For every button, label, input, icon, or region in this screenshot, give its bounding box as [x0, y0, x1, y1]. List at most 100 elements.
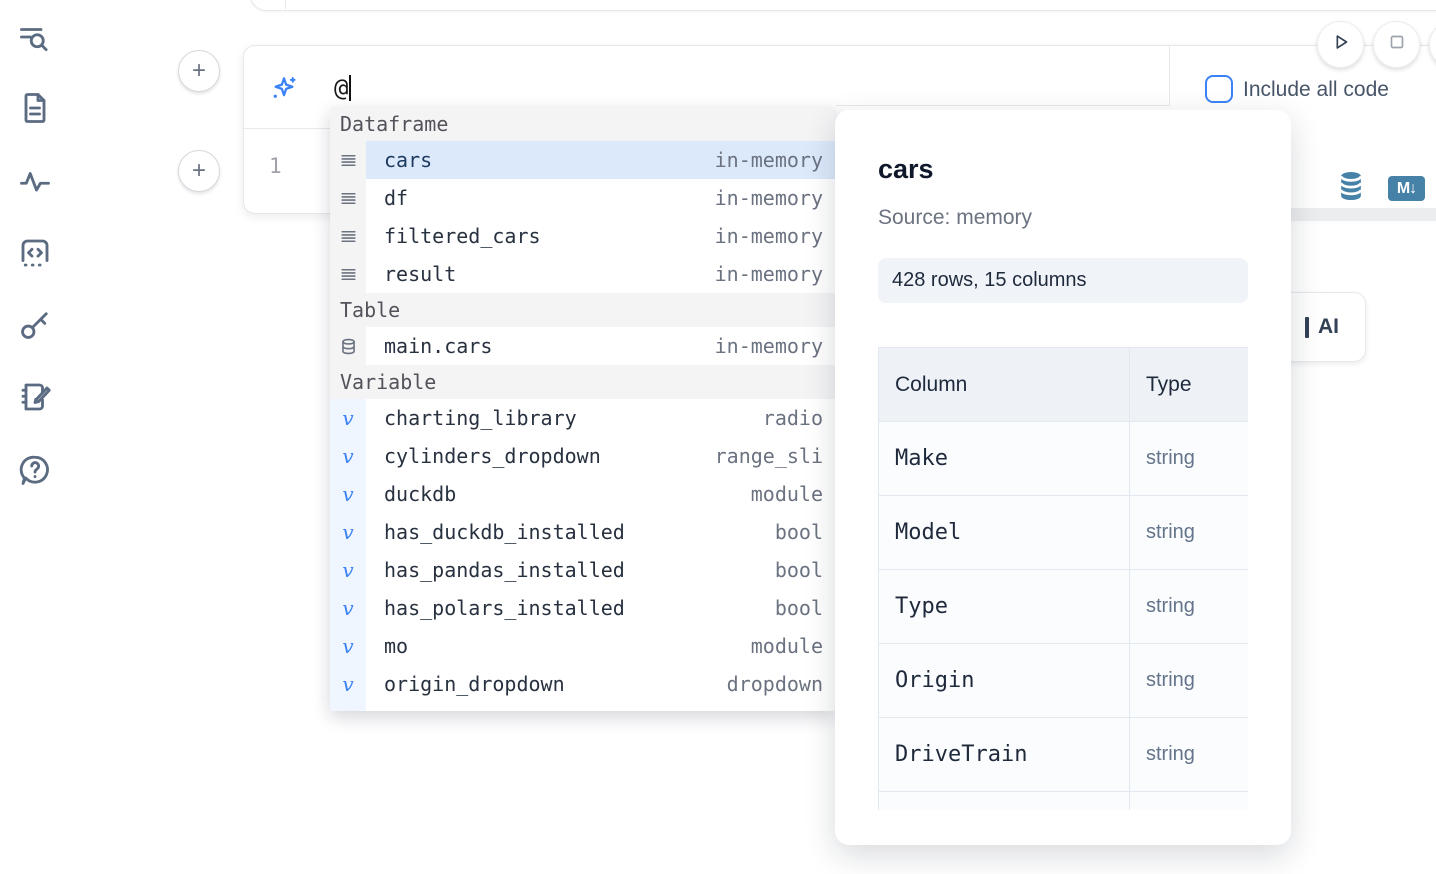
key-icon[interactable] [17, 307, 53, 343]
autocomplete-item-filtered_cars[interactable]: filtered_cars in-memory [330, 217, 835, 255]
autocomplete-item-type: bool [774, 596, 823, 620]
autocomplete-item-result[interactable]: result in-memory [330, 255, 835, 293]
variable-icon: v [342, 710, 353, 711]
table-icon [330, 327, 366, 365]
add-cell-below-button[interactable]: + [178, 150, 220, 192]
stop-button[interactable] [1373, 21, 1420, 68]
autocomplete-item-has_polars_installed[interactable]: v has_polars_installed bool [330, 589, 835, 627]
autocomplete-item-name: cylinders_dropdown [384, 444, 601, 468]
cell-divider [836, 105, 1169, 106]
autocomplete-item-type: bool [774, 558, 823, 582]
variable-icon: v [342, 520, 354, 544]
run-cell-button[interactable] [1317, 21, 1364, 68]
dataframe-icon [330, 179, 366, 217]
autocomplete-item-name: cars [384, 148, 433, 172]
line-number: 1 [269, 154, 282, 178]
autocomplete-item-name: origin_dropdown [384, 672, 565, 696]
autocomplete-item-cylinders_dropdown[interactable]: v cylinders_dropdown range_sli [330, 437, 835, 475]
autocomplete-item-name: has_duckdb_installed [384, 520, 625, 544]
autocomplete-item-df[interactable]: df in-memory [330, 179, 835, 217]
autocomplete-item-type: in-memory [714, 262, 823, 286]
autocomplete-item-type: in-memory [714, 186, 823, 210]
autocomplete-item-type: dropdown [726, 672, 823, 696]
variable-icon: v [342, 444, 354, 468]
checkbox-divider [1169, 46, 1170, 106]
autocomplete-item-name: has_polars_installed [384, 596, 625, 620]
add-cell-above-button[interactable]: + [178, 50, 220, 92]
variable-icon: v [330, 475, 366, 513]
ai-button-label: AI [1318, 315, 1339, 338]
autocomplete-item-type: module [750, 634, 823, 658]
autocomplete-item-type: range_sli [714, 444, 823, 468]
autocomplete-item-type: module [750, 482, 823, 506]
cell-output-strip [1250, 208, 1436, 221]
schema-header-cell: Column [878, 347, 1130, 422]
dataframe-icon [330, 141, 366, 179]
ai-prompt-input[interactable]: @ [334, 74, 352, 102]
convert-to-sql-button[interactable] [1336, 170, 1366, 202]
document-icon[interactable] [17, 90, 53, 126]
autocomplete-item-has_duckdb_installed[interactable]: v has_duckdb_installed bool [330, 513, 835, 551]
previous-cell-gutter-divider [285, 0, 286, 9]
schema-column-type: string [1129, 495, 1248, 570]
stop-icon [1386, 31, 1408, 58]
preview-source: Source: memory [878, 206, 1033, 229]
sparkles-icon [269, 74, 299, 104]
variable-icon: v [342, 596, 354, 620]
code-cell-icon[interactable] [17, 235, 53, 271]
autocomplete-item-type: in-memory [714, 224, 823, 248]
schema-column-name: DriveTrain [878, 717, 1130, 792]
autocomplete-item-name: df [384, 186, 409, 210]
dataframe-icon [330, 255, 366, 293]
text-cursor [349, 75, 352, 101]
schema-column-type: string [1129, 643, 1248, 718]
list-search-icon[interactable] [17, 22, 53, 58]
autocomplete-item-name: has_pandas_installed [384, 558, 625, 582]
help-icon[interactable] [17, 452, 53, 488]
autocomplete-item-origin_dropdown[interactable]: v origin_dropdown dropdown [330, 665, 835, 703]
autocomplete-item-name: charting_library [384, 406, 577, 430]
autocomplete-item-name: filtered_cars [384, 224, 541, 248]
variable-icon: v [330, 551, 366, 589]
variable-icon: v [330, 399, 366, 437]
autocomplete-item-has_pandas_installed[interactable]: v has_pandas_installed bool [330, 551, 835, 589]
schema-column-type: string [1129, 569, 1248, 644]
schema-header-cell: Type [1129, 347, 1248, 422]
autocomplete-item-type: bool [774, 520, 823, 544]
schema-column-name: Origin [878, 643, 1130, 718]
variable-icon: v [330, 703, 366, 711]
sidebar [0, 0, 70, 874]
variable-icon: v [342, 558, 354, 582]
autocomplete-item-name: pandas [366, 710, 456, 711]
variable-icon: v [342, 406, 354, 430]
autocomplete-item-name: result [384, 262, 457, 286]
clipped-letter [1305, 316, 1309, 338]
schema-column-type: string [1129, 421, 1248, 496]
autocomplete-section-header: Table [330, 293, 835, 327]
variable-icon: v [330, 589, 366, 627]
variable-icon: v [330, 437, 366, 475]
variable-icon: v [330, 627, 366, 665]
schema-row-partial [878, 791, 1248, 810]
previous-cell-edge [250, 0, 1436, 11]
variable-icon: v [342, 634, 354, 658]
activity-icon[interactable] [17, 163, 53, 199]
scratchpad-icon[interactable] [17, 379, 53, 415]
schema-column-name: Model [878, 495, 1130, 570]
include-all-code-checkbox[interactable] [1205, 75, 1233, 103]
autocomplete-item-pandas[interactable]: vpandasmodule [330, 703, 835, 711]
variable-icon: v [342, 672, 354, 696]
convert-to-markdown-button[interactable]: M↓ [1388, 176, 1425, 201]
dataframe-preview-panel: cars Source: memory 428 rows, 15 columns… [835, 110, 1291, 845]
autocomplete-section-header: Variable [330, 365, 835, 399]
